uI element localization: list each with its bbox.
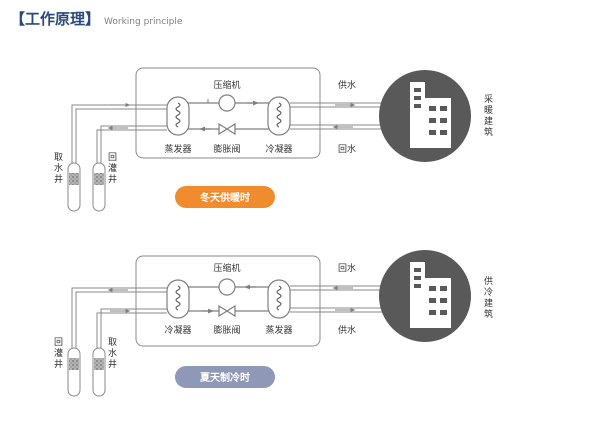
vertical-char: 筑 — [484, 126, 493, 138]
vertical-char: 井 — [54, 358, 63, 370]
condenser-icon — [267, 96, 291, 136]
building-icon — [379, 250, 471, 342]
season-badge: 夏天制冷时 — [175, 366, 275, 388]
unit-box — [135, 67, 321, 159]
building-label: 供 冷建筑 — [484, 275, 496, 320]
evaporator-icon — [267, 279, 291, 319]
evaporator-label: 蒸发器 — [164, 143, 191, 155]
well-left-icon — [67, 347, 81, 397]
building-label: 采 暖建筑 — [484, 94, 496, 138]
season-badge: 冬天供暖时 — [175, 186, 275, 208]
vertical-char: 井 — [108, 358, 117, 370]
well-right-icon — [92, 347, 106, 397]
expansion-valve-label: 膨胀阀 — [213, 324, 240, 336]
summer-section: 压缩机 冷凝器 膨胀阀 蒸发器 回 灌井 取 水井 — [54, 250, 496, 397]
expansion-valve-icon — [218, 122, 236, 136]
well-right-icon — [92, 162, 106, 212]
building-icon — [379, 70, 471, 162]
expansion-valve-label: 膨胀阀 — [213, 143, 240, 155]
vertical-char: 暖 — [484, 104, 493, 116]
compressor-icon — [218, 278, 236, 296]
page-subtitle: Working principle — [104, 17, 183, 27]
vertical-char: 筑 — [484, 308, 493, 320]
svg-text:夏天制冷时: 夏天制冷时 — [199, 371, 250, 384]
return-water-label: 回水 — [338, 262, 356, 274]
condenser-label: 冷凝器 — [265, 143, 292, 155]
vertical-char: 井 — [108, 173, 117, 185]
compressor-label: 压缩机 — [213, 262, 240, 274]
vertical-char: 灌 — [108, 162, 117, 174]
compressor-label: 压缩机 — [213, 79, 240, 91]
evaporator-icon — [166, 96, 190, 136]
vertical-char: 井 — [54, 173, 63, 185]
svg-text:冬天供暖时: 冬天供暖时 — [200, 191, 250, 204]
page-title: 【工作原理】 — [10, 10, 101, 28]
compressor-icon — [218, 94, 236, 112]
vertical-char: 水 — [54, 162, 63, 174]
well-left-icon — [67, 162, 81, 212]
well-left-label: 取 水井 — [54, 152, 66, 185]
evaporator-label: 蒸发器 — [265, 324, 292, 336]
well-pipe-outer — [71, 287, 167, 364]
unit-box — [135, 255, 321, 347]
well-left-label: 回 灌井 — [54, 337, 66, 370]
return-water-label: 回水 — [338, 143, 356, 155]
supply-water-label: 供水 — [338, 324, 356, 336]
header: 【工作原理】 Working principle — [10, 8, 182, 32]
well-right-label: 取 水井 — [108, 337, 120, 370]
vertical-char: 冷 — [484, 286, 493, 298]
well-right-label: 回 灌井 — [108, 152, 120, 185]
vertical-char: 水 — [108, 347, 117, 359]
well-pipe-inner — [96, 129, 167, 178]
winter-section: 压缩机 蒸发器 膨胀阀 冷凝器 取 水井 回 — [54, 67, 496, 212]
condenser-label: 冷凝器 — [164, 324, 191, 336]
vertical-char: 建 — [484, 297, 493, 309]
vertical-char: 建 — [484, 115, 493, 127]
well-pipe-inner — [96, 312, 167, 364]
vertical-char: 灌 — [54, 347, 63, 359]
expansion-valve-icon — [218, 304, 236, 318]
condenser-icon — [166, 279, 190, 319]
well-pipe-outer — [71, 104, 167, 178]
supply-water-label: 供水 — [338, 79, 356, 91]
